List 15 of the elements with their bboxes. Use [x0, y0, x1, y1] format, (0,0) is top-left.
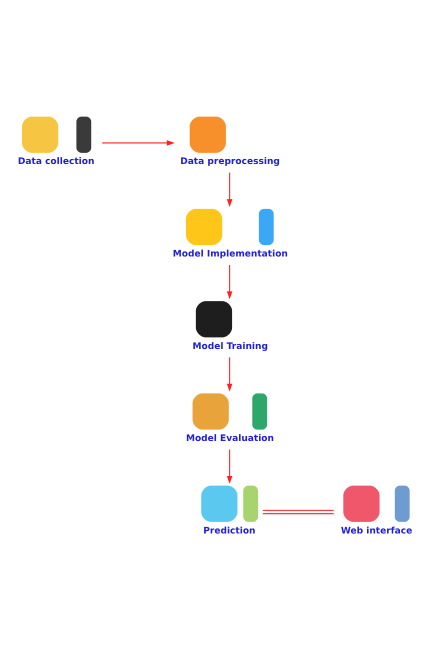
node-label: Data collection: [18, 156, 94, 167]
arrow: [226, 449, 232, 484]
node-label: Model Training: [192, 341, 268, 352]
node-label: Web interface: [340, 526, 412, 536]
node-label: Model Implementation: [172, 248, 288, 259]
connector: [262, 509, 334, 514]
arrow: [226, 264, 232, 299]
arrow: [102, 140, 175, 146]
node-box: [196, 300, 232, 337]
node-label: Data preprocessing: [180, 156, 280, 167]
node-label: Model Evaluation: [186, 434, 274, 444]
arrow: [226, 356, 232, 392]
node-box: [190, 116, 226, 152]
node-label: Prediction: [203, 526, 256, 536]
arrow: [226, 172, 232, 207]
